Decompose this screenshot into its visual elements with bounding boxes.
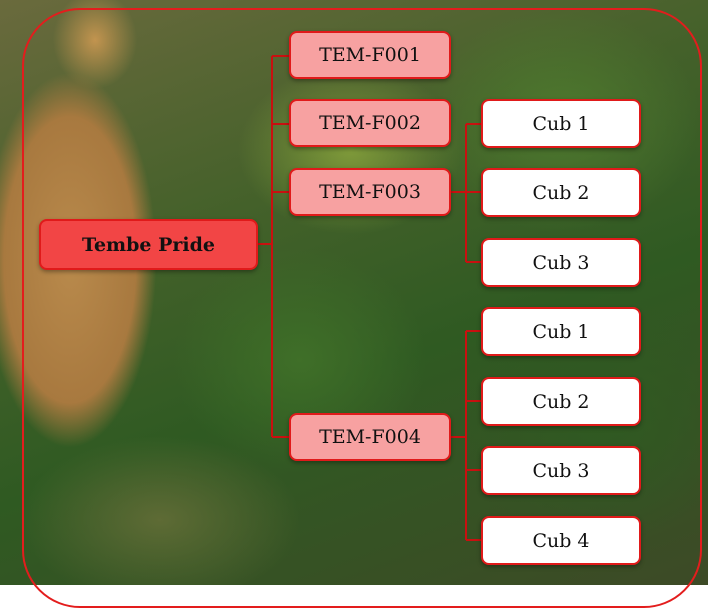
connector-lines — [257, 55, 481, 541]
connector-root — [257, 56, 273, 437]
root-node-tembe-pride: Tembe Pride — [39, 219, 258, 270]
cub-node-f003-2: Cub 2 — [481, 168, 641, 217]
female-node-f001: TEM-F001 — [289, 31, 451, 79]
cub-node-f004-4: Cub 4 — [481, 516, 641, 565]
cub-node-f004-1: Cub 1 — [481, 307, 641, 356]
cub-node-f004-3: Cub 3 — [481, 446, 641, 495]
cub-node-f004-2: Cub 2 — [481, 377, 641, 426]
cub-node-f003-3: Cub 3 — [481, 238, 641, 287]
female-node-f003: TEM-F003 — [289, 168, 451, 216]
connector-f004-cubs — [451, 331, 467, 540]
connector-f003-cubs — [451, 124, 467, 262]
cub-node-f003-1: Cub 1 — [481, 99, 641, 148]
female-node-f004: TEM-F004 — [289, 413, 451, 461]
female-node-f002: TEM-F002 — [289, 99, 451, 147]
